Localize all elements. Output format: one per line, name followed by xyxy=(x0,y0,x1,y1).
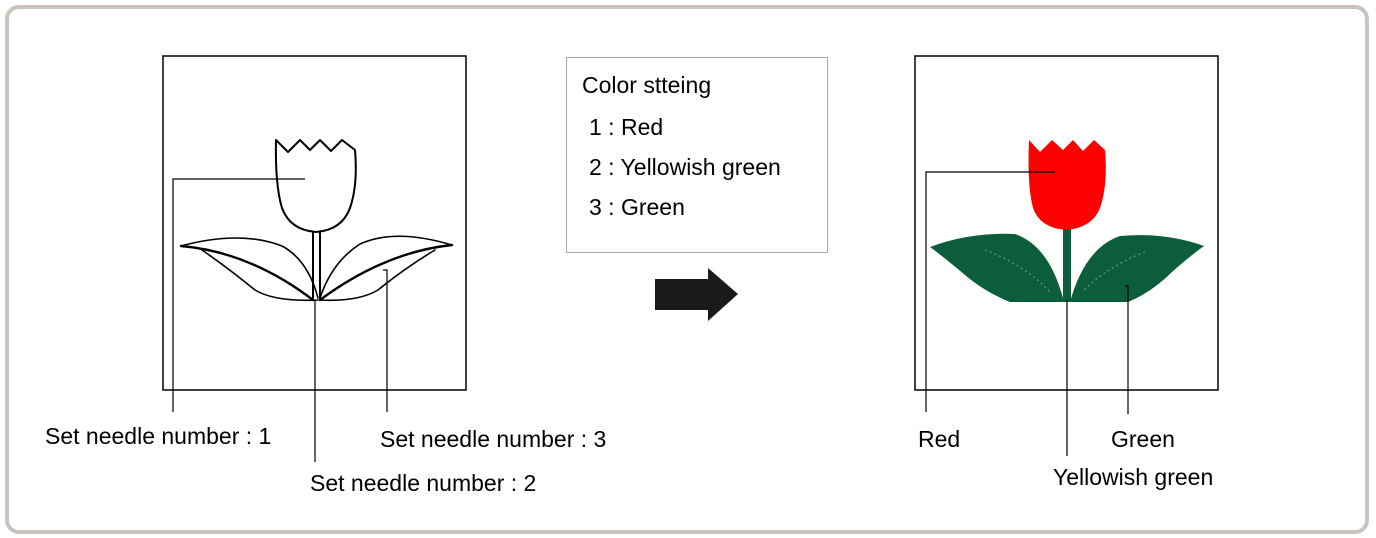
label-yellowish-green: Yellowish green xyxy=(1053,464,1214,490)
colored-stem xyxy=(1063,228,1071,302)
label-red: Red xyxy=(918,426,961,452)
legend-item-2: 2 : Yellowish green xyxy=(589,154,781,180)
color-setting-legend: Color stteing 1 : Red 2 : Yellowish gree… xyxy=(566,57,828,253)
leader-line-green xyxy=(1125,285,1129,414)
colored-petal xyxy=(1028,140,1106,230)
arrow-right-icon xyxy=(655,268,738,321)
legend-item-3: 3 : Green xyxy=(589,194,685,220)
legend-item-1: 1 : Red xyxy=(589,114,664,140)
leader-line-1 xyxy=(172,178,305,412)
colored-right-leaf xyxy=(1070,235,1204,302)
leaf-vein-left xyxy=(984,249,1051,293)
colored-tulip xyxy=(930,140,1204,302)
label-needle-1: Set needle number : 1 xyxy=(45,423,272,449)
outline-petal xyxy=(274,139,357,233)
label-needle-3: Set needle number : 3 xyxy=(380,426,607,452)
label-green: Green xyxy=(1111,426,1175,452)
outline-right-leaf xyxy=(318,235,454,302)
outline-left-leaf xyxy=(179,237,319,302)
colored-left-leaf xyxy=(930,233,1064,302)
label-needle-2: Set needle number : 2 xyxy=(310,470,537,496)
outline-stem xyxy=(312,231,321,299)
leader-line-red xyxy=(925,171,1055,412)
outline-tulip xyxy=(179,139,454,302)
leader-line-3 xyxy=(383,269,388,412)
legend-title: Color stteing xyxy=(582,72,712,98)
